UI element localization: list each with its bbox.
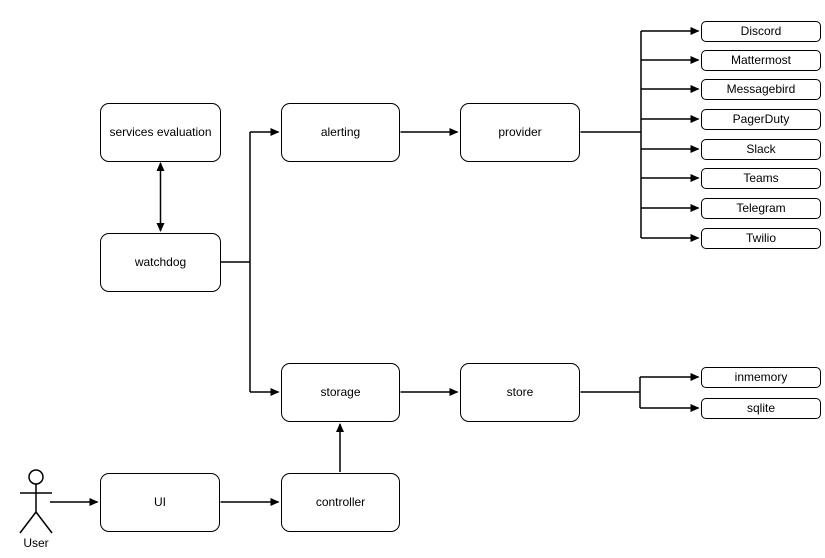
node-discord: Discord xyxy=(701,21,821,42)
node-watchdog: watchdog xyxy=(100,233,221,292)
user-actor-icon xyxy=(19,469,53,534)
node-sqlite: sqlite xyxy=(701,398,821,419)
node-inmemory: inmemory xyxy=(701,367,821,388)
node-controller: controller xyxy=(281,473,400,532)
node-storage: storage xyxy=(281,363,400,422)
node-store: store xyxy=(460,363,580,422)
node-twilio: Twilio xyxy=(701,228,821,249)
node-ui: UI xyxy=(100,473,220,532)
node-pagerduty: PagerDuty xyxy=(701,109,821,130)
node-messagebird: Messagebird xyxy=(701,79,821,100)
node-telegram: Telegram xyxy=(701,198,821,219)
node-alerting: alerting xyxy=(281,103,400,162)
user-actor-label: User xyxy=(23,536,49,550)
node-teams: Teams xyxy=(701,168,821,189)
node-services-evaluation: services evaluation xyxy=(100,103,221,162)
node-slack: Slack xyxy=(701,139,821,160)
node-provider: provider xyxy=(460,103,580,162)
node-mattermost: Mattermost xyxy=(701,50,821,71)
